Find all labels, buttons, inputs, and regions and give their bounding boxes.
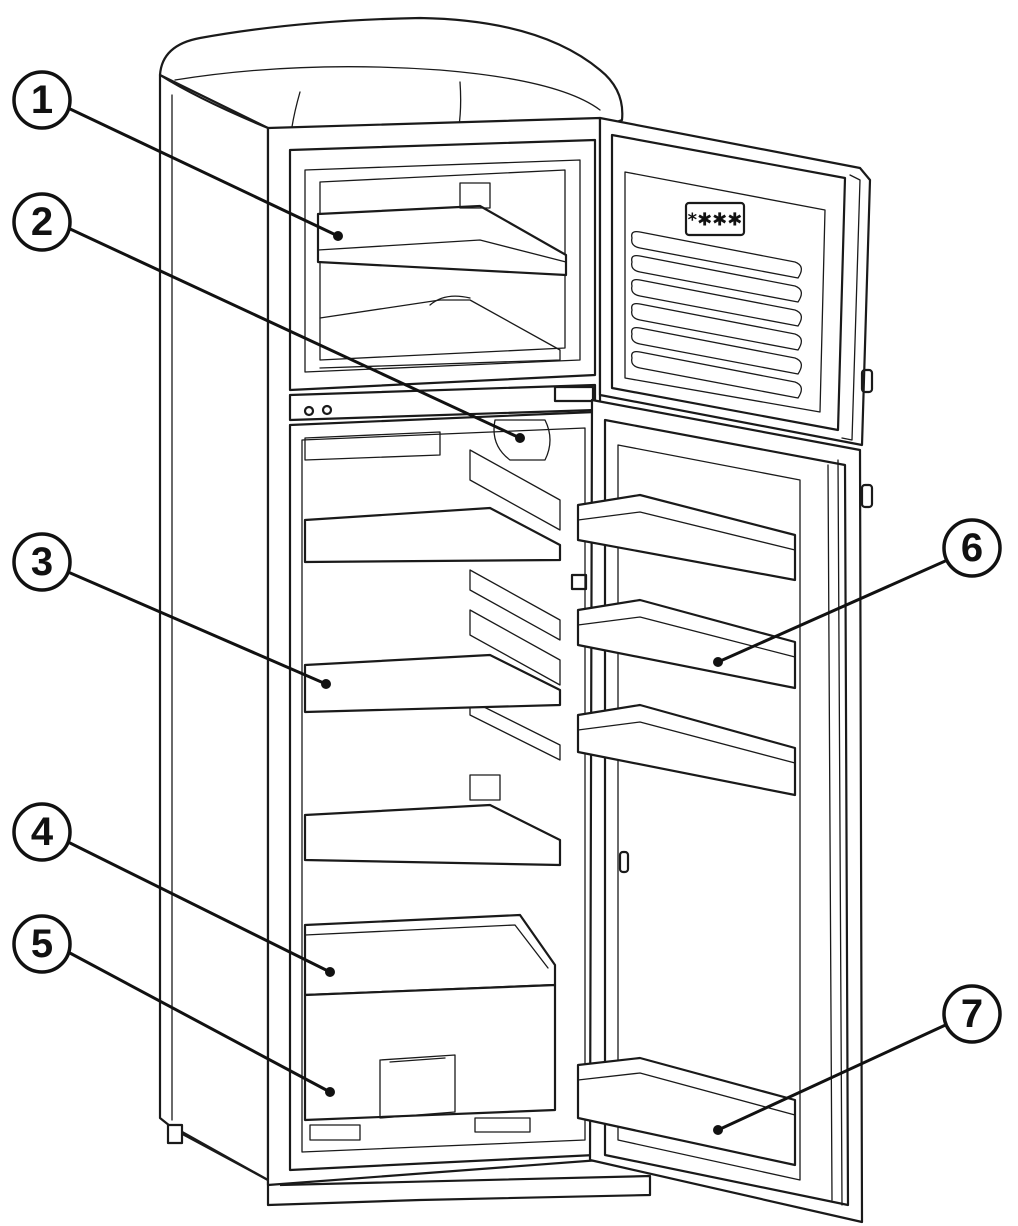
freezer-star-rating-plate (684, 201, 746, 237)
callout-label-4: 4 (31, 810, 54, 854)
freezer-door: *✱✱✱ (598, 116, 874, 447)
freezer-door-rib (631, 254, 802, 303)
crisper-cover (303, 913, 557, 997)
fridge-shelf-middle (303, 653, 562, 714)
leader-line-2 (67, 226, 521, 440)
fridge-shelf-top (303, 506, 562, 564)
callouts: 1 2 3 4 5 6 7 (12, 70, 1002, 1044)
callout-1: 1 (12, 70, 72, 130)
hinge-bracket (553, 385, 595, 403)
callout-label-6: 6 (961, 526, 983, 570)
control-knob-1 (303, 405, 315, 417)
callout-label-7: 7 (961, 992, 983, 1036)
leader-line-4 (67, 840, 331, 974)
fridge-compartment (288, 410, 597, 1172)
leader-line-7 (717, 1020, 953, 1132)
leader-dot-5 (325, 1087, 335, 1097)
leader-dot-6 (713, 657, 723, 667)
cabinet-left-side (158, 73, 270, 1182)
callout-label-3: 3 (31, 540, 53, 584)
callout-label-5: 5 (31, 922, 53, 966)
leader-dot-4 (325, 967, 335, 977)
callout-7: 7 (942, 984, 1002, 1044)
freezer-door-rib (631, 230, 802, 279)
freezer-door-rib (631, 302, 802, 351)
fridge-door-handle (860, 483, 874, 509)
door-balcony-bottom (576, 1056, 797, 1167)
leader-line-3 (67, 570, 327, 686)
callout-4: 4 (12, 802, 72, 862)
fridge-door (570, 398, 874, 1224)
egg-holder-clip (570, 573, 588, 591)
freezer-door-rib (631, 326, 802, 375)
leader-line-5 (67, 950, 331, 1094)
door-balcony-top (576, 493, 797, 582)
freezer-compartment (288, 138, 597, 392)
leader-line-6 (717, 556, 953, 664)
freezer-door-rib (631, 350, 802, 399)
leader-lines (67, 106, 953, 1135)
leader-dot-1 (333, 231, 343, 241)
leader-dot-2 (515, 433, 525, 443)
crisper-drawer (303, 983, 557, 1122)
callout-2: 2 (12, 192, 72, 252)
door-latch (618, 850, 630, 874)
callout-5: 5 (12, 914, 72, 974)
cabinet-foot (166, 1123, 184, 1145)
fridge-shelf-lower (303, 803, 562, 867)
callout-label-2: 2 (31, 200, 53, 244)
callout-label-1: 1 (31, 78, 53, 122)
callout-6: 6 (942, 518, 1002, 578)
door-balcony-middle (576, 598, 797, 690)
freezer-door-handle (860, 368, 874, 394)
door-balcony-lower (576, 703, 797, 797)
leader-line-1 (67, 106, 339, 238)
freezer-door-rib (631, 278, 802, 327)
leader-dot-3 (321, 679, 331, 689)
callout-3: 3 (12, 532, 72, 592)
freezer-star-rating: *✱✱✱ (688, 210, 743, 231)
control-knob-2 (321, 404, 333, 416)
leader-dot-7 (713, 1125, 723, 1135)
freezer-shelf (316, 204, 568, 277)
